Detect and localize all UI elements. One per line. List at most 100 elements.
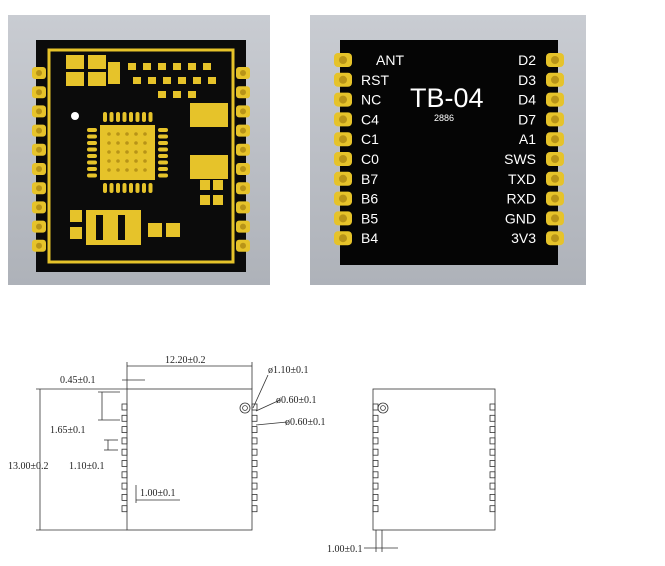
pin-label-left: B6 xyxy=(361,191,378,207)
pcb-pad-hole xyxy=(240,185,246,192)
drawing-edge-pad xyxy=(372,493,379,501)
pcb-via xyxy=(125,159,129,163)
drawing-edge-pad xyxy=(372,505,379,513)
pcb-lead xyxy=(122,112,127,122)
pcb-passive-pad xyxy=(178,77,186,84)
drawing-edge-pad xyxy=(489,460,496,467)
pcb-passive-pad xyxy=(158,63,166,70)
pcb-lead xyxy=(129,183,133,193)
pcb-lead xyxy=(158,141,168,145)
front-view-outline xyxy=(126,388,253,531)
pin-label-left: B5 xyxy=(361,210,378,226)
pcb-pad xyxy=(66,55,84,69)
pcb-pad xyxy=(86,210,141,245)
pcb-pad xyxy=(66,72,84,86)
pcb-pad xyxy=(88,55,106,69)
drawing-edge-pad xyxy=(372,426,379,434)
pcb-pad-hole xyxy=(36,242,42,249)
side-hole-outer xyxy=(377,402,389,414)
drawing-edge-pad xyxy=(121,482,128,490)
drawing-edge-pad xyxy=(372,437,379,445)
pcb-pad xyxy=(166,223,180,237)
pcb-photo xyxy=(8,15,270,285)
pcb-gap xyxy=(118,215,125,240)
module-pad-hole xyxy=(339,214,347,223)
pcb-lead xyxy=(158,134,168,139)
pcb-pad xyxy=(70,227,82,239)
pin-label-left: B4 xyxy=(361,230,378,246)
pcb-chip-vias xyxy=(107,132,147,172)
module-pad-hole xyxy=(339,95,347,104)
pcb-via xyxy=(125,141,129,145)
pcb-lead xyxy=(116,112,120,122)
pcb-pad-hole xyxy=(240,70,246,76)
pcb-lead xyxy=(103,183,107,193)
module-body xyxy=(340,40,558,265)
pcb-passive-pad xyxy=(188,63,196,70)
front-hole-outer xyxy=(239,402,251,414)
pcb-passive-pad xyxy=(158,91,166,98)
pin-label-right: GND xyxy=(505,210,536,226)
pcb-passive-pad xyxy=(148,77,156,84)
pcb-lead xyxy=(135,183,140,193)
pcb-pad-hole xyxy=(36,185,42,192)
pcb-pad-hole xyxy=(36,70,42,76)
pcb-via xyxy=(107,132,111,136)
drawing-edge-pad xyxy=(372,403,379,411)
pcb-pad-hole xyxy=(36,108,42,115)
module-pad-hole xyxy=(551,155,559,163)
pcb-pad xyxy=(200,180,210,190)
pin-label-right: D2 xyxy=(518,52,536,68)
drawing-edge-pad xyxy=(489,414,496,422)
pcb-pad-hole xyxy=(36,223,42,230)
pcb-via xyxy=(116,150,120,154)
drawing-edge-pad xyxy=(121,426,128,434)
pin-label-left: B7 xyxy=(361,171,378,187)
module-pad-hole xyxy=(339,115,347,124)
pin-label-right: D4 xyxy=(518,92,536,108)
module-model: TB-04 xyxy=(410,83,484,113)
pcb-lead xyxy=(122,183,127,193)
pcb-via xyxy=(116,141,120,145)
drawing-edge-pad xyxy=(251,505,258,513)
pcb-lead xyxy=(87,147,97,152)
drawing-edge-pad xyxy=(251,471,258,479)
drawing-edge-pad xyxy=(372,460,379,467)
pcb-crystal-pad xyxy=(190,103,228,127)
module-pad-hole xyxy=(551,75,559,84)
pcb-passive-pads xyxy=(128,63,216,98)
dim-hole-pad: ø0.60±0.1 xyxy=(285,417,326,428)
pcb-pad-hole xyxy=(240,166,246,172)
side-view-left-pads xyxy=(372,403,379,513)
pcb-lead xyxy=(158,147,168,152)
pcb-lead xyxy=(135,112,140,122)
pcb-passive-pad xyxy=(173,91,181,98)
pcb-via xyxy=(116,159,120,163)
module-pad-hole xyxy=(551,95,559,104)
pcb-pad-hole xyxy=(240,223,246,230)
module-pad-hole xyxy=(551,174,559,183)
pcb-pad xyxy=(213,180,223,190)
pcb-passive-pad xyxy=(173,63,181,70)
front-view-right-pads xyxy=(251,403,258,513)
pcb-pad-hole xyxy=(36,89,42,96)
pcb-pad-hole xyxy=(240,108,246,115)
pcb-passive-pad xyxy=(203,63,211,70)
pcb-lead xyxy=(158,160,168,165)
module-pad-hole xyxy=(339,75,347,84)
drawing-edge-pad xyxy=(121,414,128,422)
pcb-lead xyxy=(158,154,168,158)
pin-label-left: ANT xyxy=(376,52,404,68)
dim-edge-offset: 0.45±0.1 xyxy=(60,375,96,386)
module-right-pads xyxy=(546,53,564,246)
drawing-edge-pad xyxy=(121,471,128,479)
pcb-via xyxy=(134,132,138,136)
pcb-lead xyxy=(116,183,120,193)
dim-hole-outer: ø1.10±0.1 xyxy=(268,365,309,376)
pcb-via xyxy=(125,150,129,154)
drawing-edge-pad xyxy=(489,448,496,456)
